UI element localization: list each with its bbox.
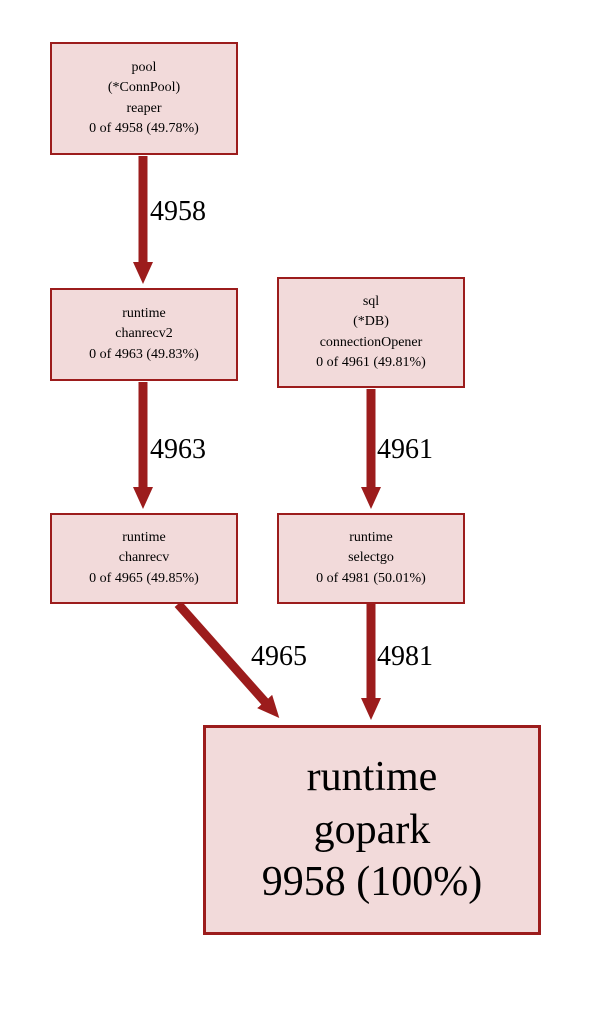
node-text: (*DB) bbox=[353, 314, 389, 330]
node-text: runtime bbox=[122, 306, 166, 322]
node-text: (*ConnPool) bbox=[107, 80, 181, 96]
edge-label-4961: 4961 bbox=[377, 434, 433, 465]
node-text: gopark bbox=[313, 806, 431, 853]
node-text: runtime bbox=[306, 754, 438, 801]
node-text: connectionOpener bbox=[319, 334, 423, 350]
node-pool-reaper[interactable]: pool (*ConnPool) reaper 0 of 4958 (49.78… bbox=[50, 42, 238, 155]
node-text: reaper bbox=[126, 100, 162, 116]
node-text: 0 of 4961 (49.81%) bbox=[316, 354, 426, 370]
node-text: 0 of 4981 (50.01%) bbox=[316, 570, 426, 586]
node-runtime-gopark[interactable]: runtime gopark 9958 (100%) bbox=[203, 725, 541, 935]
node-text: runtime bbox=[349, 530, 393, 546]
edge-label-4958: 4958 bbox=[150, 196, 206, 227]
node-text: 0 of 4958 (49.78%) bbox=[89, 120, 199, 136]
node-text: selectgo bbox=[348, 550, 394, 566]
node-text: 9958 (100%) bbox=[261, 859, 483, 906]
node-text: runtime bbox=[122, 530, 166, 546]
node-text: 0 of 4963 (49.83%) bbox=[89, 346, 199, 362]
edge-label-4981: 4981 bbox=[377, 641, 433, 672]
edge-label-4963: 4963 bbox=[150, 434, 206, 465]
node-sql-connectionopener[interactable]: sql (*DB) connectionOpener 0 of 4961 (49… bbox=[277, 277, 465, 388]
node-runtime-selectgo[interactable]: runtime selectgo 0 of 4981 (50.01%) bbox=[277, 513, 465, 604]
node-text: pool bbox=[131, 59, 157, 75]
node-runtime-chanrecv[interactable]: runtime chanrecv 0 of 4965 (49.85%) bbox=[50, 513, 238, 604]
node-text: sql bbox=[362, 293, 380, 309]
node-text: chanrecv2 bbox=[115, 326, 173, 342]
edge-label-4965: 4965 bbox=[251, 641, 307, 672]
node-text: 0 of 4965 (49.85%) bbox=[89, 570, 199, 586]
node-runtime-chanrecv2[interactable]: runtime chanrecv2 0 of 4963 (49.83%) bbox=[50, 288, 238, 381]
node-text: chanrecv bbox=[118, 550, 170, 566]
